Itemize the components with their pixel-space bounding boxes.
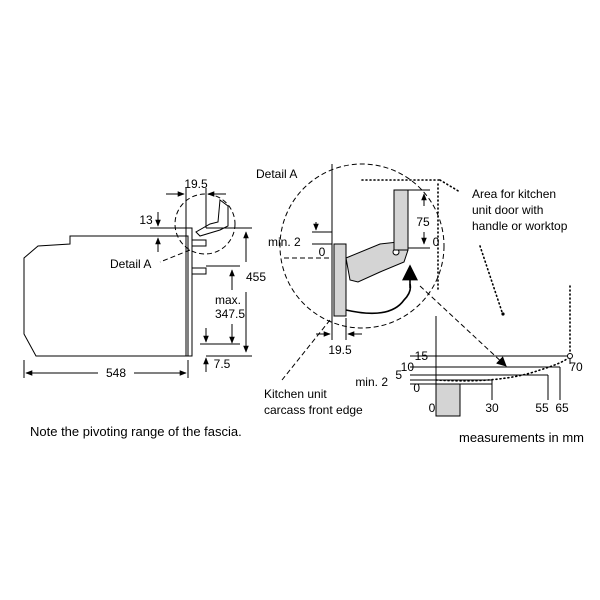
hinge-bottom	[191, 267, 207, 275]
range-y-15: 15	[415, 349, 429, 363]
appliance-body-outline	[23, 235, 189, 357]
dim-7-5-label: 7.5	[214, 357, 231, 371]
range-x-70: 70	[569, 360, 583, 374]
area-label-group: Area for kitchen unit door with handle o…	[439, 179, 568, 316]
dim-min-2-label: min. 2	[268, 235, 301, 249]
range-x-65: 65	[555, 401, 569, 415]
range-dotted-curve	[435, 355, 571, 382]
detail-a-circle-large	[279, 163, 445, 329]
dim-19-5-top-label: 19.5	[184, 177, 208, 191]
carcass-label-line2: carcass front edge	[264, 403, 363, 417]
dim-455: 455	[206, 227, 266, 357]
area-label-line2: unit door with	[472, 203, 543, 217]
dim-347-5: max. 347.5	[206, 265, 245, 344]
pivot-note: Note the pivoting range of the fascia.	[30, 424, 242, 439]
dim-0-right-label: 0	[433, 235, 440, 249]
dim-548: 548	[23, 360, 189, 380]
dim-75: 75 0	[408, 189, 440, 249]
dim-min-2: min. 2	[268, 222, 332, 249]
dim-13: 13	[139, 212, 186, 252]
dim-19-5-top: 19.5	[166, 177, 226, 228]
dim-75-label: 75	[416, 215, 430, 229]
dim-7-5: 7.5	[200, 328, 240, 372]
range-y-min2: min. 2	[355, 375, 388, 389]
dim-19-5-detail-label: 19.5	[328, 343, 352, 357]
dim-548-label: 548	[106, 366, 126, 380]
detail-a-circle-small	[174, 193, 236, 255]
dim-347-5-label: 347.5	[215, 307, 245, 321]
carcass-label-line1: Kitchen unit	[264, 387, 327, 401]
dim-455-label: 455	[246, 270, 266, 284]
range-x-30: 30	[485, 401, 499, 415]
pivot-range-chart: 15 10 5 min. 2 0 0 30 55 65 70	[355, 285, 583, 417]
dim-13-label: 13	[139, 213, 153, 227]
dim-max-label: max.	[215, 293, 241, 307]
area-label-line1: Area for kitchen	[472, 187, 556, 201]
dim-19-5-detail: 19.5	[316, 318, 362, 357]
range-x-0: 0	[429, 401, 436, 415]
range-y-10: 10	[401, 360, 415, 374]
range-x-55: 55	[535, 401, 549, 415]
detail-a-title: Detail A	[256, 167, 297, 181]
area-label-line3: handle or worktop	[472, 219, 568, 233]
detail-a-left-label: Detail A	[110, 257, 151, 271]
appliance-side-view	[23, 193, 236, 357]
detail-a-leader	[159, 249, 191, 263]
range-y-0: 0	[413, 381, 420, 395]
range-gray-block	[435, 383, 461, 417]
carcass-label-group: Kitchen unit carcass front edge	[264, 319, 363, 417]
small-bracket	[195, 199, 229, 237]
dim-zero-small: 0	[284, 245, 332, 259]
dim-zero-small-label: 0	[319, 245, 326, 259]
pivot-swing-curve	[345, 283, 412, 315]
detail-fascia	[333, 243, 347, 317]
range-y-5: 5	[395, 368, 402, 382]
detail-to-range-arrow	[419, 285, 507, 367]
hinge-top	[191, 239, 207, 247]
fascia-panel	[185, 227, 193, 357]
units-note: measurements in mm	[459, 430, 584, 445]
detail-door-block	[393, 189, 409, 251]
